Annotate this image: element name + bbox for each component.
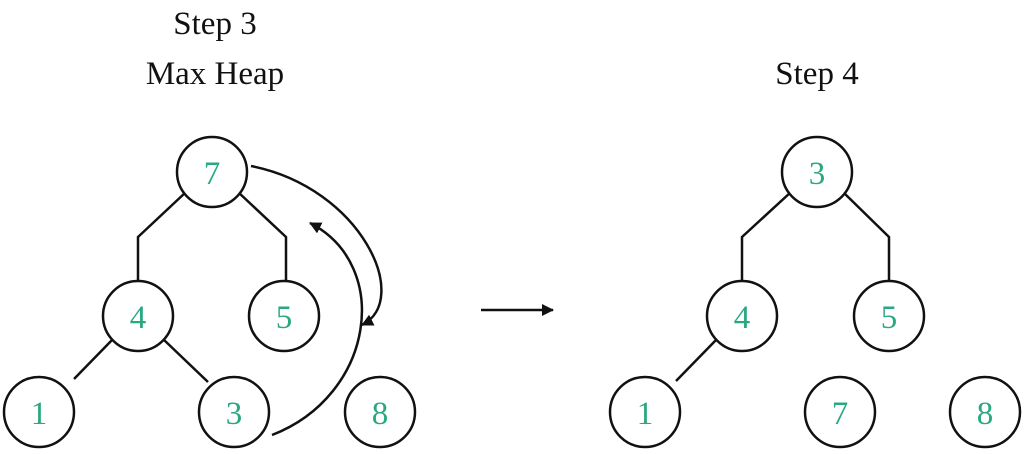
step4-panel: Step 4 3 4 5 1 7 8 — [608, 56, 1022, 449]
step3-node-detached-value: 8 — [372, 396, 389, 432]
step3-edge-left-leftright — [162, 338, 209, 383]
step3-node-detached: 8 — [343, 375, 417, 449]
step3-node-root-value: 7 — [204, 156, 221, 192]
step3-edge-root-left — [136, 191, 187, 283]
step3-node-root: 7 — [175, 135, 249, 209]
step3-node-left-value: 4 — [130, 300, 147, 336]
step3-edge-left-leftleft — [73, 338, 114, 380]
step4-node-detached-b-value: 8 — [977, 396, 994, 432]
step4-node-left: 4 — [705, 279, 779, 353]
step3-swap-arrow-up — [271, 221, 364, 437]
step4-node-right: 5 — [852, 279, 926, 353]
step3-edge-root-right — [237, 191, 288, 283]
step3-node-left-left: 1 — [2, 375, 76, 449]
step3-node-left-left-value: 1 — [31, 396, 48, 432]
step4-title: Step 4 — [775, 56, 858, 92]
step4-edge-root-left — [740, 191, 792, 283]
step4-node-right-value: 5 — [881, 300, 898, 336]
step3-node-left: 4 — [101, 279, 175, 353]
step4-edge-root-right — [842, 191, 891, 283]
step4-node-left-left: 1 — [608, 375, 682, 449]
step4-node-left-value: 4 — [734, 300, 751, 336]
step3-node-left-right-value: 3 — [226, 396, 243, 432]
step4-node-root: 3 — [780, 135, 854, 209]
step4-node-left-left-value: 1 — [637, 396, 654, 432]
step3-node-left-right: 3 — [197, 375, 271, 449]
step4-node-root-value: 3 — [809, 156, 826, 192]
step3-node-right-value: 5 — [276, 300, 293, 336]
step3-subtitle: Max Heap — [146, 56, 284, 92]
step4-node-detached-a: 7 — [803, 375, 877, 449]
step3-title: Step 3 — [173, 6, 256, 42]
step3-panel: Step 3 Max Heap 7 4 5 1 3 — [2, 6, 417, 449]
step4-node-detached-b: 8 — [948, 375, 1022, 449]
step3-node-right: 5 — [247, 279, 321, 353]
step3-swap-arrow-down — [250, 164, 383, 327]
step4-node-detached-a-value: 7 — [832, 396, 849, 432]
step4-edge-left-leftleft — [675, 338, 718, 382]
